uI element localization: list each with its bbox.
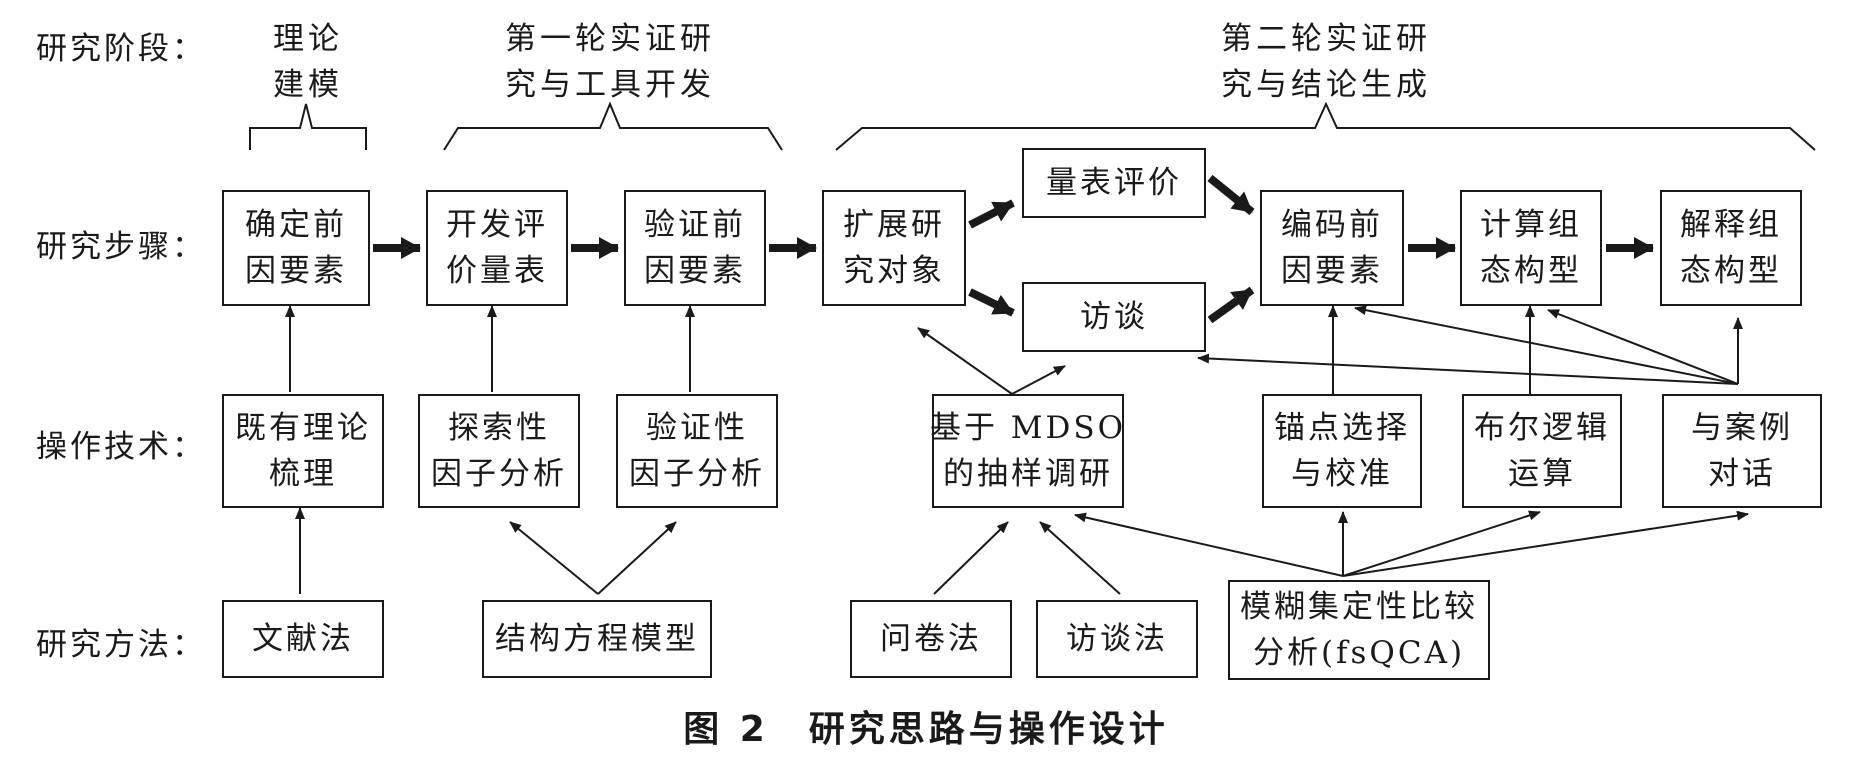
method-box-questionnaire: 问卷法	[850, 600, 1012, 678]
phase-title-theory: 理论建模	[273, 21, 343, 103]
step-box-code-factors: 编码前因要素	[1260, 190, 1404, 306]
arrow-fsqca-to-dialogue	[1342, 510, 1749, 577]
arrow-fsqca-to-mdso	[1074, 512, 1344, 577]
technique-box-theory-review: 既有理论梳理	[222, 394, 384, 508]
method-box-interview-method: 访谈法	[1036, 600, 1198, 678]
phase-title-round-one: 第一轮实证研究与工具开发	[505, 21, 715, 103]
step-box-validate-factors: 验证前因要素	[624, 190, 766, 306]
arrow-interview-method-to-mdso	[1039, 521, 1121, 595]
technique-box-boolean-logic: 布尔逻辑运算	[1462, 394, 1622, 508]
step-box-develop-scale: 开发评价量表	[426, 190, 568, 306]
step-box-scale-evaluation: 量表评价	[1022, 148, 1206, 218]
technique-box-cfa: 验证性因子分析	[616, 394, 778, 508]
method-box-fsqca: 模糊集定性比较分析(fsQCA)	[1228, 580, 1490, 680]
arrow-dialogue-to-interview	[1197, 353, 1739, 385]
figure-caption: 图 2 研究思路与操作设计	[683, 709, 1169, 750]
flow-arrow-extend-to-interview	[968, 288, 1015, 317]
method-box-literature: 文献法	[222, 600, 384, 678]
technique-box-case-dialogue: 与案例对话	[1662, 394, 1822, 508]
step-box-determine-factors: 确定前因要素	[222, 190, 370, 306]
phase-title-round-two: 第二轮实证研究与结论生成	[1221, 21, 1431, 103]
arrow-fsqca-to-boolean	[1342, 510, 1541, 577]
arrow-dialogue-to-coding	[1354, 305, 1739, 385]
phase-brace-round-one	[443, 101, 783, 151]
technique-box-anchor-calibration: 锚点选择与校准	[1262, 394, 1422, 508]
arrow-dialogue-to-compute	[1547, 309, 1739, 385]
row-label-stage: 研究阶段：	[36, 31, 206, 67]
arrow-sem-to-cfa	[597, 521, 677, 595]
row-label-techniques: 操作技术：	[36, 429, 206, 465]
method-box-sem: 结构方程模型	[482, 600, 712, 678]
arrow-mdso-to-extend	[917, 327, 1013, 395]
row-label-steps: 研究步骤：	[36, 229, 206, 265]
phase-brace-round-two	[835, 101, 1816, 151]
step-box-interpret-configurations: 解释组态构型	[1660, 190, 1802, 306]
technique-box-efa: 探索性因子分析	[418, 394, 580, 508]
row-label-methods: 研究方法：	[36, 627, 206, 663]
arrow-questionnaire-to-mdso	[933, 521, 1009, 595]
step-box-compute-configurations: 计算组态构型	[1460, 190, 1602, 306]
phase-brace-theory	[249, 103, 367, 150]
arrow-sem-to-efa	[509, 521, 599, 595]
arrow-mdso-to-interview	[1011, 365, 1066, 395]
step-box-extend-subjects: 扩展研究对象	[822, 190, 966, 306]
step-box-interview: 访谈	[1022, 282, 1206, 352]
flow-arrow-extend-to-scale-eval	[968, 199, 1015, 229]
flow-arrow-interview-to-coding	[1207, 286, 1255, 324]
flow-arrow-scale-eval-to-coding	[1207, 174, 1255, 216]
